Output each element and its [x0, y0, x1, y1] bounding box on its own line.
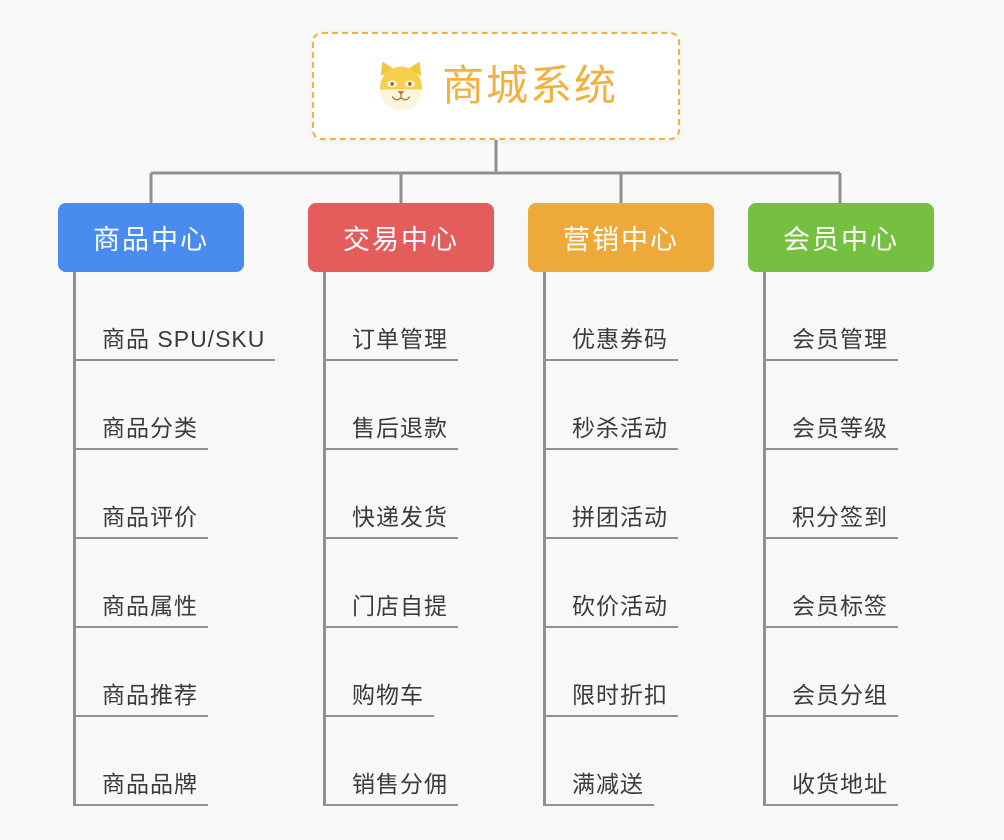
- list-item[interactable]: 砍价活动: [543, 539, 748, 628]
- list-item[interactable]: 商品 SPU/SKU: [73, 272, 278, 361]
- branch-column-product: 商品中心 商品 SPU/SKU 商品分类 商品评价 商品属性 商品推荐 商品品牌: [58, 203, 278, 822]
- leaf-label: 售后退款: [342, 414, 458, 450]
- list-item[interactable]: 会员管理: [763, 272, 968, 361]
- leaf-label: 限时折扣: [562, 681, 678, 717]
- leaf-label: 会员分组: [782, 681, 898, 717]
- leaf-label: 商品分类: [92, 414, 208, 450]
- list-item[interactable]: 会员分组: [763, 628, 968, 717]
- root-node[interactable]: 商城系统: [312, 32, 680, 140]
- list-item[interactable]: 商品评价: [73, 450, 278, 539]
- leaf-label: 积分签到: [782, 503, 898, 539]
- leaf-label: 购物车: [342, 681, 434, 717]
- leaf-label: 商品评价: [92, 503, 208, 539]
- list-item[interactable]: 会员标签: [763, 539, 968, 628]
- list-item[interactable]: 秒杀活动: [543, 361, 748, 450]
- leaf-list-product: 商品 SPU/SKU 商品分类 商品评价 商品属性 商品推荐 商品品牌: [58, 272, 278, 806]
- list-item[interactable]: 会员等级: [763, 361, 968, 450]
- list-item[interactable]: 商品属性: [73, 539, 278, 628]
- leaf-label: 商品推荐: [92, 681, 208, 717]
- list-item[interactable]: 门店自提: [323, 539, 528, 628]
- leaf-label: 会员等级: [782, 414, 898, 450]
- category-header-label: 营销中心: [563, 225, 679, 255]
- leaf-label: 商品品牌: [92, 770, 208, 806]
- list-item[interactable]: 商品品牌: [73, 717, 278, 806]
- root-title: 商城系统: [441, 62, 618, 109]
- category-header-trade[interactable]: 交易中心: [308, 203, 494, 272]
- shiba-dog-emoji-icon: [379, 61, 423, 111]
- list-item[interactable]: 购物车: [323, 628, 528, 717]
- leaf-list-marketing: 优惠券码 秒杀活动 拼团活动 砍价活动 限时折扣 满减送: [528, 272, 748, 806]
- leaf-label: 商品 SPU/SKU: [92, 325, 276, 361]
- list-item[interactable]: 商品分类: [73, 361, 278, 450]
- category-header-label: 商品中心: [93, 225, 209, 255]
- category-header-member[interactable]: 会员中心: [748, 203, 934, 272]
- branch-column-marketing: 营销中心 优惠券码 秒杀活动 拼团活动 砍价活动 限时折扣 满减送: [528, 203, 748, 822]
- category-header-label: 交易中心: [343, 225, 459, 255]
- leaf-label: 销售分佣: [342, 770, 458, 806]
- leaf-label: 秒杀活动: [562, 414, 678, 450]
- list-item[interactable]: 订单管理: [323, 272, 528, 361]
- list-item[interactable]: 销售分佣: [323, 717, 528, 806]
- category-header-label: 会员中心: [783, 225, 899, 255]
- leaf-label: 满减送: [562, 770, 654, 806]
- leaf-label: 订单管理: [342, 325, 458, 361]
- leaf-label: 商品属性: [92, 592, 208, 628]
- leaf-label: 快递发货: [342, 503, 458, 539]
- leaf-label: 门店自提: [342, 592, 458, 628]
- leaf-label: 会员管理: [782, 325, 898, 361]
- branch-column-trade: 交易中心 订单管理 售后退款 快递发货 门店自提 购物车 销售分佣: [308, 203, 528, 822]
- list-item[interactable]: 拼团活动: [543, 450, 748, 539]
- leaf-label: 砍价活动: [562, 592, 678, 628]
- list-item[interactable]: 快递发货: [323, 450, 528, 539]
- list-item[interactable]: 满减送: [543, 717, 748, 806]
- category-header-product[interactable]: 商品中心: [58, 203, 244, 272]
- list-item[interactable]: 售后退款: [323, 361, 528, 450]
- list-item[interactable]: 优惠券码: [543, 272, 748, 361]
- leaf-list-member: 会员管理 会员等级 积分签到 会员标签 会员分组 收货地址: [748, 272, 968, 806]
- list-item[interactable]: 商品推荐: [73, 628, 278, 717]
- leaf-label: 收货地址: [782, 770, 898, 806]
- list-item[interactable]: 收货地址: [763, 717, 968, 806]
- branch-column-member: 会员中心 会员管理 会员等级 积分签到 会员标签 会员分组 收货地址: [748, 203, 968, 822]
- leaf-label: 拼团活动: [562, 503, 678, 539]
- list-item[interactable]: 限时折扣: [543, 628, 748, 717]
- category-header-marketing[interactable]: 营销中心: [528, 203, 714, 272]
- leaf-list-trade: 订单管理 售后退款 快递发货 门店自提 购物车 销售分佣: [308, 272, 528, 806]
- leaf-label: 优惠券码: [562, 325, 678, 361]
- list-item[interactable]: 积分签到: [763, 450, 968, 539]
- leaf-label: 会员标签: [782, 592, 898, 628]
